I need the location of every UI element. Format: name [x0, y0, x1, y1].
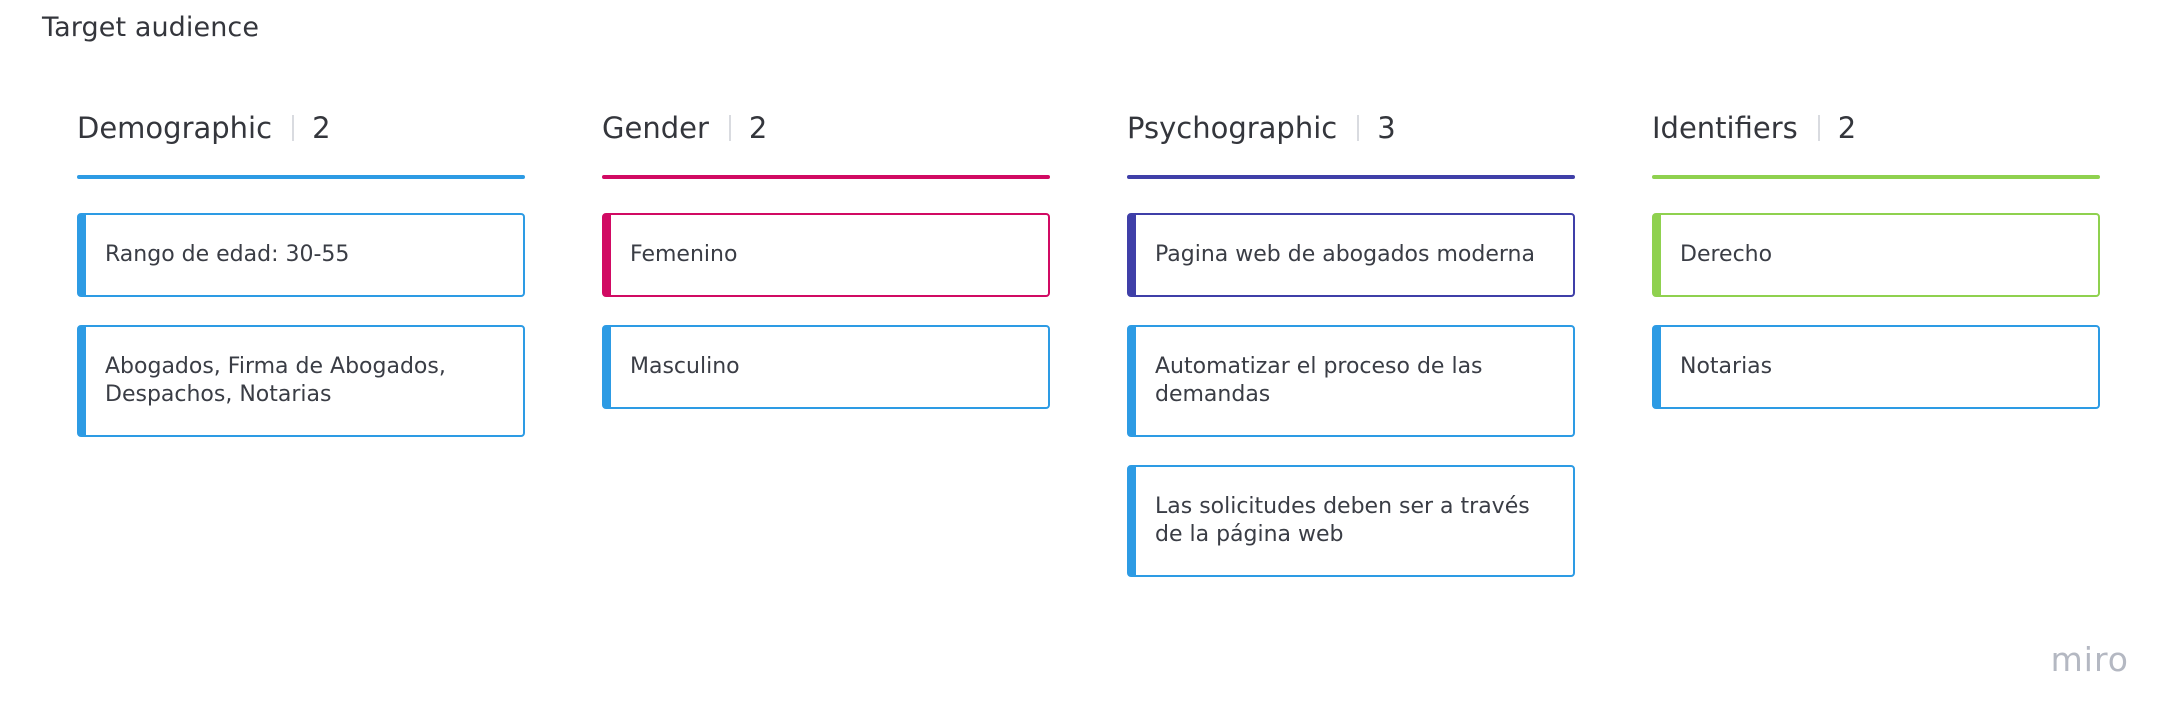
- miro-logo: miro: [2050, 640, 2129, 679]
- card-text: Las solicitudes deben ser a través de la…: [1155, 494, 1530, 547]
- column-underline: [602, 175, 1050, 179]
- column-count: 2: [1837, 111, 1857, 145]
- card-notarias[interactable]: Notarias: [1652, 325, 2100, 409]
- card-age-range[interactable]: Rango de edad: 30-55: [77, 213, 525, 297]
- column-header-divider: [292, 115, 295, 141]
- column-header-divider: [1817, 115, 1820, 141]
- card-femenino[interactable]: Femenino: [602, 213, 1050, 297]
- column-underline: [1652, 175, 2100, 179]
- card-automate-process[interactable]: Automatizar el proceso de las demandas: [1127, 325, 1575, 437]
- column-underline: [77, 175, 525, 179]
- column-psychographic: Psychographic 3 Pagina web de abogados m…: [1127, 105, 1575, 605]
- column-gender: Gender 2 Femenino Masculino: [602, 105, 1050, 437]
- column-demographic: Demographic 2 Rango de edad: 30-55 Aboga…: [77, 105, 525, 465]
- card-derecho[interactable]: Derecho: [1652, 213, 2100, 297]
- card-masculino[interactable]: Masculino: [602, 325, 1050, 409]
- column-header[interactable]: Gender 2: [602, 105, 1050, 151]
- card-text: Pagina web de abogados moderna: [1155, 242, 1535, 267]
- board-title: Target audience: [42, 12, 260, 43]
- column-identifiers: Identifiers 2 Derecho Notarias: [1652, 105, 2100, 437]
- card-text: Automatizar el proceso de las demandas: [1155, 354, 1483, 407]
- column-header[interactable]: Demographic 2: [77, 105, 525, 151]
- card-modern-website[interactable]: Pagina web de abogados moderna: [1127, 213, 1575, 297]
- card-list: Femenino Masculino: [602, 213, 1050, 437]
- card-text: Abogados, Firma de Abogados, Despachos, …: [105, 354, 446, 407]
- column-title: Demographic: [77, 111, 273, 145]
- column-title: Gender: [602, 111, 709, 145]
- column-header-divider: [1357, 115, 1360, 141]
- column-header[interactable]: Identifiers 2: [1652, 105, 2100, 151]
- card-text: Derecho: [1680, 242, 1773, 267]
- column-count: 2: [312, 111, 331, 145]
- card-lawyers[interactable]: Abogados, Firma de Abogados, Despachos, …: [77, 325, 525, 437]
- column-title: Identifiers: [1652, 111, 1798, 145]
- card-list: Derecho Notarias: [1652, 213, 2100, 437]
- column-underline: [1127, 175, 1575, 179]
- card-list: Rango de edad: 30-55 Abogados, Firma de …: [77, 213, 525, 465]
- card-text: Masculino: [630, 354, 740, 379]
- column-count: 3: [1377, 111, 1396, 145]
- column-title: Psychographic: [1127, 111, 1338, 145]
- card-text: Notarias: [1680, 354, 1773, 379]
- column-header[interactable]: Psychographic 3: [1127, 105, 1575, 151]
- column-count: 2: [748, 111, 768, 145]
- card-text: Femenino: [630, 242, 738, 267]
- card-list: Pagina web de abogados moderna Automatiz…: [1127, 213, 1575, 605]
- card-web-requests[interactable]: Las solicitudes deben ser a través de la…: [1127, 465, 1575, 577]
- card-text: Rango de edad: 30-55: [105, 242, 350, 267]
- column-header-divider: [728, 115, 731, 141]
